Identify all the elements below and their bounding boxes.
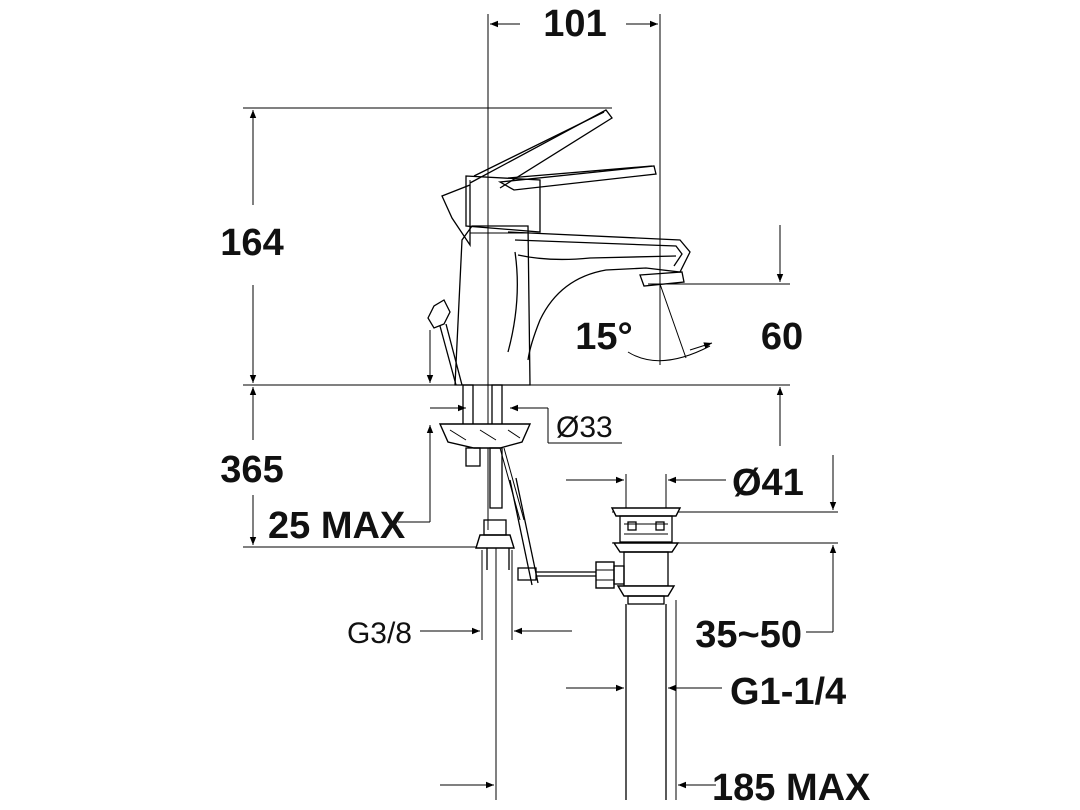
dim-g38-arrows [420, 550, 572, 640]
dim-365-label: 365 [220, 449, 283, 491]
dim-60-label: 60 [761, 316, 803, 358]
dim-25max-label: 25 MAX [268, 505, 406, 547]
dim-35-50-label: 35~50 [695, 614, 802, 656]
mounting-assembly [438, 384, 600, 586]
dim-164-label: 164 [220, 222, 283, 264]
dim-35-50-arrows [806, 455, 837, 633]
dim-angle-arc [627, 283, 713, 362]
dim-25max-leader [398, 330, 434, 523]
dim-185max-label: 185 MAX [712, 767, 871, 809]
dim-d41-label: Ø41 [732, 462, 804, 504]
popup-rod [427, 299, 463, 386]
dim-g114-label: G1-1/4 [730, 671, 846, 713]
dim-g38-label: G3/8 [347, 617, 412, 650]
dim-d33-label: Ø33 [556, 411, 613, 444]
dim-angle-label: 15° [575, 316, 632, 358]
dim-101-label: 101 [543, 3, 606, 45]
waste-assembly [595, 507, 682, 800]
faucet-body [441, 109, 691, 386]
dim-d41-arrows [566, 474, 726, 510]
dim-d33-arrows [430, 404, 622, 444]
